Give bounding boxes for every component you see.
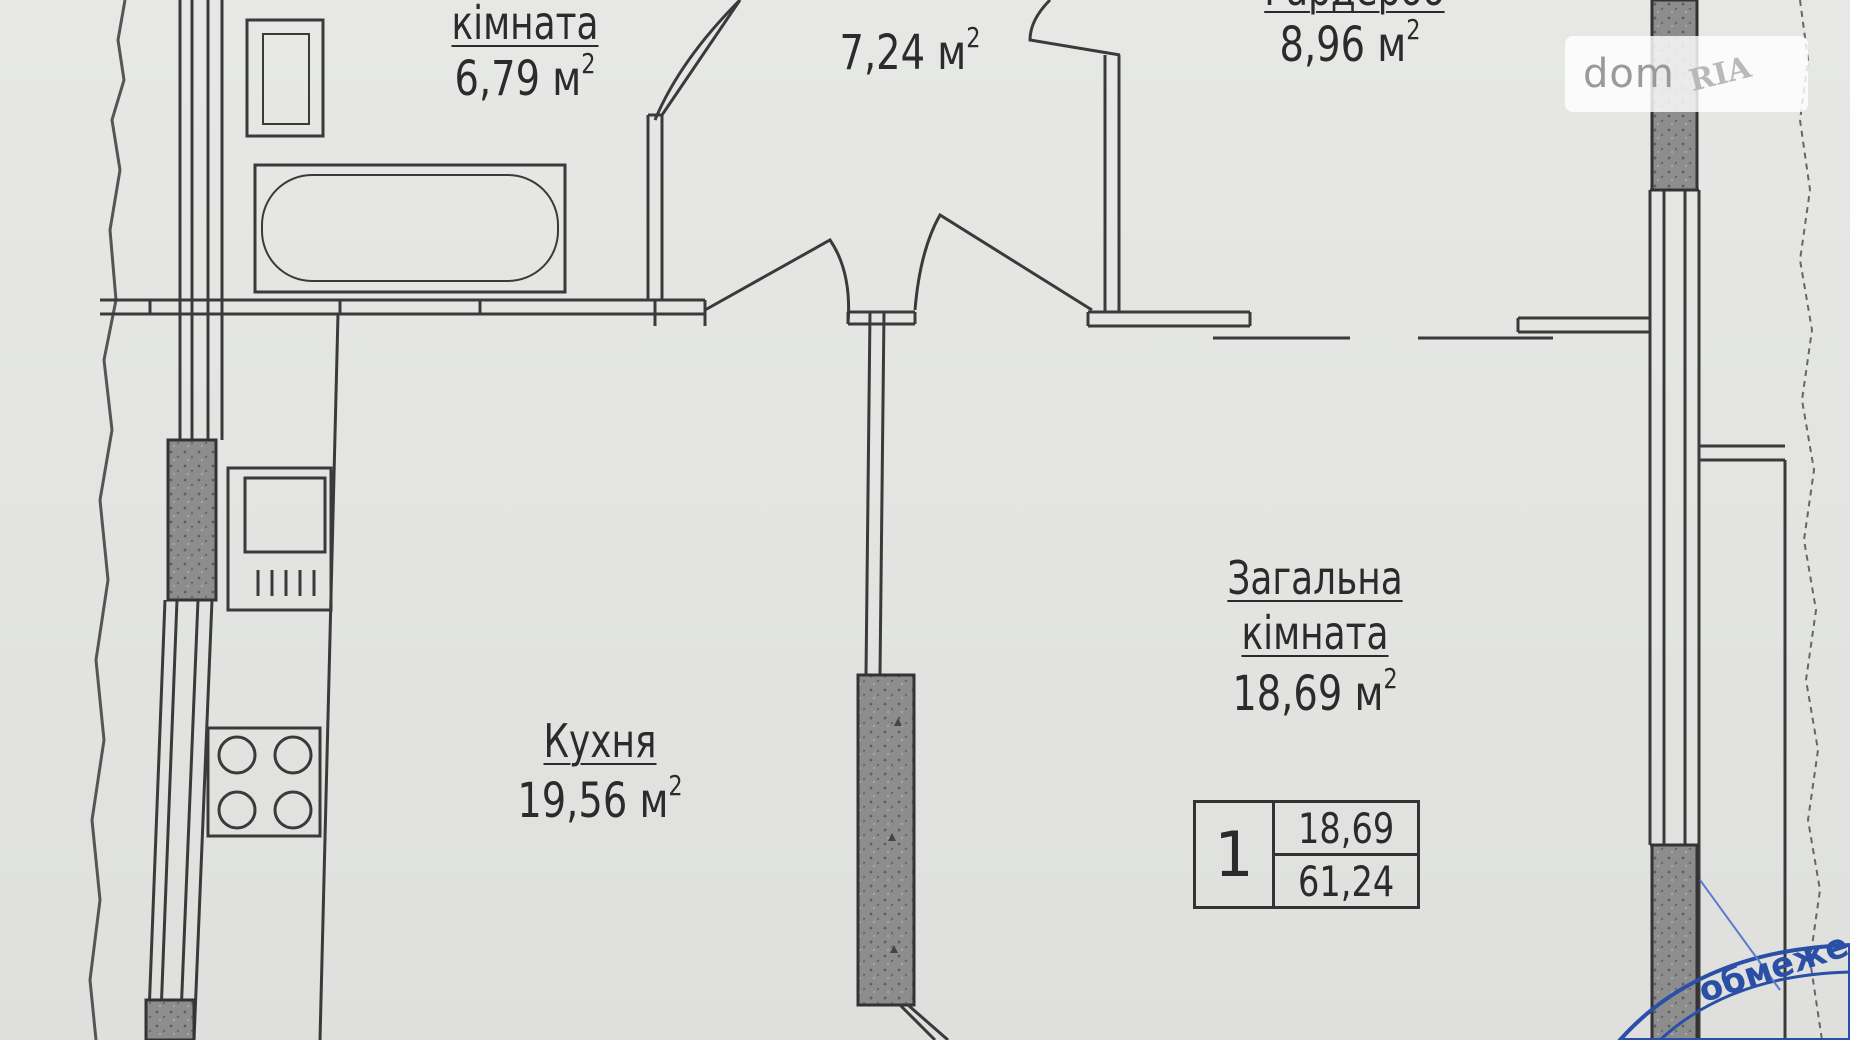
kitchen-name: Кухня [543, 714, 657, 768]
bathtub-fixture [253, 163, 567, 294]
bathroom-door-swing [660, 0, 742, 116]
living-door-swing [913, 212, 1093, 312]
sink-fixture [245, 18, 325, 138]
living-room-name-line2: кімната [1241, 605, 1389, 660]
central-partition [864, 311, 886, 676]
living-area-cell: 18,69 [1275, 803, 1417, 856]
kitchen-counter [226, 313, 340, 1040]
watermark-ria-logo: RIA [1685, 49, 1755, 99]
kitchen-area: 19,56 м2 [517, 768, 683, 829]
right-boundary-line [1798, 0, 1823, 1040]
right-exterior-wall [1648, 188, 1787, 1040]
central-column [856, 673, 916, 1007]
living-room-area: 18,69 м2 [1232, 662, 1398, 723]
wardrobe-area: 8,96 м2 [1279, 12, 1421, 73]
living-room-label: Загальна кімната 18,69 м2 [1195, 553, 1435, 721]
kitchen-door-swing [704, 238, 851, 325]
dom-ria-watermark: dom RIA [1565, 36, 1808, 112]
left-column [166, 438, 218, 602]
bathroom-label: кімната 6,79 м2 [420, 0, 630, 105]
left-column-bottom [144, 998, 196, 1040]
apartment-summary-table: 1 18,69 61,24 [1193, 800, 1420, 909]
wardrobe-walls [1086, 55, 1650, 340]
left-boundary-line [88, 0, 127, 1040]
wardrobe-door-swing [1028, 0, 1121, 57]
bathroom-name: кімната [451, 0, 599, 50]
left-exterior-wall [146, 0, 224, 1040]
stove-fixture [206, 726, 322, 838]
wardrobe-label: Гардероб 8,96 м2 [1240, 0, 1460, 71]
living-room-name-line1: Загальна [1227, 551, 1403, 605]
wardrobe-name: Гардероб [1264, 0, 1444, 15]
right-column-bottom [1650, 843, 1699, 1040]
total-area-cell: 61,24 [1297, 856, 1395, 906]
watermark-dom-text: dom [1583, 51, 1675, 97]
room-count-cell: 1 [1196, 803, 1275, 906]
corridor-label: . 7,24 м2 [800, 0, 1020, 79]
stamp-fragment [1617, 879, 1850, 1040]
bathroom-area: 6,79 м2 [454, 46, 596, 107]
bathroom-bottom-wall [100, 298, 707, 326]
area-cells: 18,69 61,24 [1275, 803, 1417, 906]
corridor-area: 7,24 м2 [839, 20, 981, 81]
kitchen-label: Кухня 19,56 м2 [490, 716, 710, 827]
